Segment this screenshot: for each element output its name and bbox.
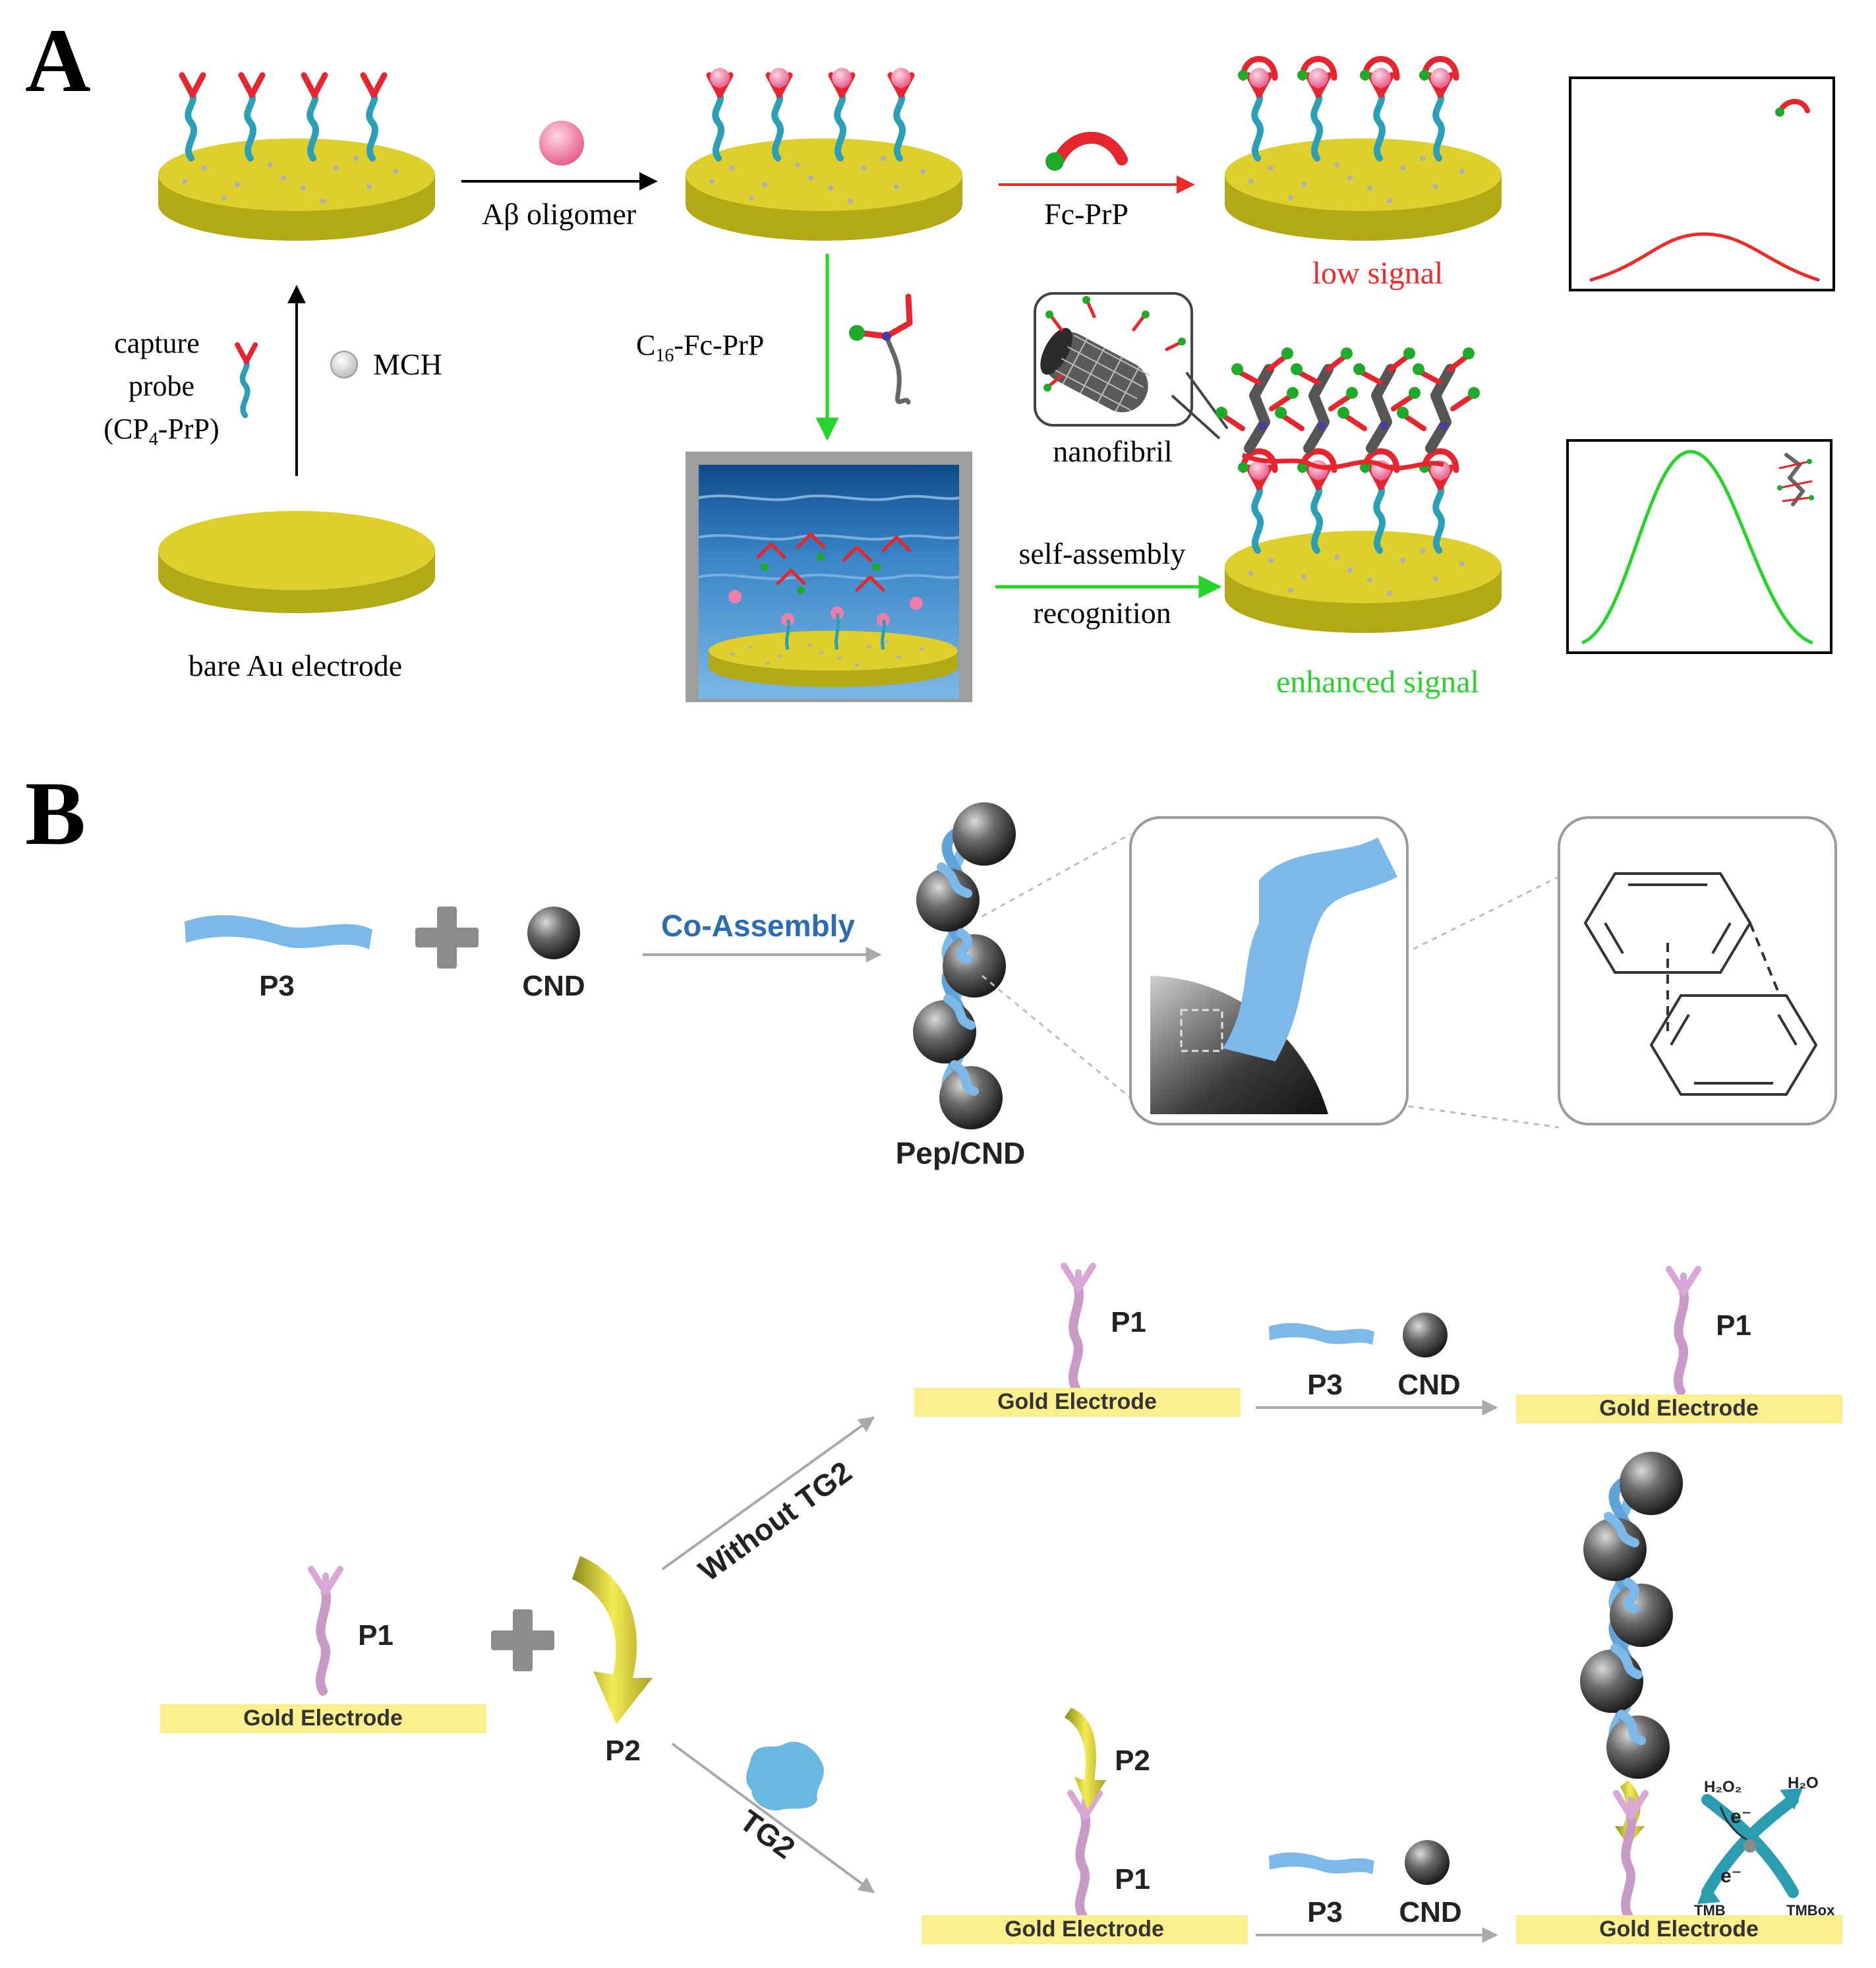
arrow-self-assembly: self-assembly recognition bbox=[995, 537, 1222, 630]
panel-b-letter: B bbox=[25, 763, 86, 864]
cnd-icon-lower bbox=[1405, 1840, 1450, 1885]
electrode-low-signal bbox=[1225, 59, 1502, 241]
label-capture: capture bbox=[114, 327, 199, 359]
label-cnd-top: CND bbox=[522, 970, 585, 1002]
arrow-abeta: Aβ oligomer bbox=[461, 121, 658, 231]
plus-icon-bottom bbox=[491, 1609, 554, 1671]
label-p1-lower-mid: P1 bbox=[1115, 1863, 1150, 1895]
fc-prp-icon bbox=[1052, 131, 1128, 167]
final-assembly: Gold Electrode H₂O₂ H₂O e⁻ e⁻ TMB TMBox bbox=[1516, 1452, 1842, 1944]
label-low-signal: low signal bbox=[1312, 256, 1444, 291]
label-gold-lower-mid: Gold Electrode bbox=[1005, 1917, 1164, 1942]
workflow-with-tg2: P2 P1 Gold Electrode P3 CND Gold Electro… bbox=[922, 1452, 1842, 1944]
p2-arrow-icon bbox=[572, 1556, 653, 1724]
label-p2-mid: P2 bbox=[1115, 1744, 1150, 1777]
label-h2o: H₂O bbox=[1788, 1774, 1819, 1792]
plus-icon-top bbox=[415, 907, 479, 969]
catalytic-cycle-icon: H₂O₂ H₂O e⁻ e⁻ TMB TMBox bbox=[1694, 1774, 1835, 1919]
label-self-assembly: self-assembly bbox=[1019, 537, 1186, 570]
benzene-ring-bottom-icon bbox=[1649, 994, 1818, 1096]
label-p3-lower: P3 bbox=[1307, 1896, 1343, 1928]
label-cnd-lower: CND bbox=[1399, 1896, 1461, 1928]
enhanced-signal-chart bbox=[1566, 439, 1832, 654]
coassembly-row: P3 CND Co-Assembly Pep/CND bbox=[185, 802, 1837, 1170]
bare-au-electrode bbox=[158, 511, 435, 613]
label-mch: MCH bbox=[373, 347, 442, 381]
pep-cnd-chain-icon bbox=[913, 802, 1016, 1129]
electrode-enhanced-signal bbox=[1216, 347, 1502, 633]
label-gold-lower-right: Gold Electrode bbox=[1599, 1917, 1759, 1942]
panel-a-letter: A bbox=[25, 10, 91, 111]
low-signal-curve bbox=[1589, 232, 1820, 282]
label-fc-prp: Fc-PrP bbox=[1044, 197, 1129, 231]
workflow-left: P1 Gold Electrode P2 Without TG2 TG2 bbox=[160, 1416, 875, 1893]
label-nanofibril: nanofibril bbox=[1053, 434, 1172, 468]
label-without-tg2: Without TG2 bbox=[692, 1454, 858, 1588]
label-gold-upper-right: Gold Electrode bbox=[1599, 1396, 1759, 1421]
enhanced-signal-curve bbox=[1581, 450, 1813, 645]
label-p1-upper-mid: P1 bbox=[1111, 1306, 1146, 1338]
label-probe: probe bbox=[129, 370, 194, 402]
cnd-icon-upper bbox=[1403, 1313, 1448, 1357]
electrode-capture-probes bbox=[158, 75, 435, 241]
workflow-without-tg2: P1 Gold Electrode P3 CND P1 Gold Electro… bbox=[914, 1266, 1842, 1423]
label-p1-upper-right: P1 bbox=[1716, 1309, 1751, 1342]
label-abeta: Aβ oligomer bbox=[482, 197, 636, 231]
label-cnd-upper: CND bbox=[1397, 1369, 1460, 1401]
abeta-oligomer-icon bbox=[539, 121, 584, 165]
mini-fibril-icon bbox=[1777, 453, 1814, 506]
c16-fc-prp-icon bbox=[849, 293, 913, 405]
label-p1-left: P1 bbox=[358, 1619, 394, 1652]
label-tmb: TMB bbox=[1694, 1902, 1726, 1919]
arrow-fc-prp: Fc-PrP bbox=[999, 131, 1195, 231]
tg2-enzyme-icon bbox=[746, 1741, 824, 1810]
label-coassembly: Co-Assembly bbox=[661, 909, 855, 943]
electrode-bound-oligomer bbox=[686, 68, 962, 241]
solution-box bbox=[686, 452, 972, 702]
p3-icon-lower bbox=[1269, 1852, 1374, 1874]
label-gold-upper-mid: Gold Electrode bbox=[997, 1389, 1157, 1414]
label-p3-upper: P3 bbox=[1307, 1369, 1343, 1401]
label-p2-left: P2 bbox=[605, 1735, 641, 1767]
label-tmbox: TMBox bbox=[1786, 1902, 1835, 1919]
p3-peptide-icon bbox=[185, 915, 372, 949]
p2-bound-icon bbox=[1065, 1708, 1106, 1810]
label-tg2: TG2 bbox=[734, 1803, 802, 1866]
label-h2o2: H₂O₂ bbox=[1704, 1778, 1742, 1796]
arrow-c16-fc-prp: C16-Fc-PrP bbox=[636, 254, 913, 441]
label-pep-cnd: Pep/CND bbox=[896, 1136, 1026, 1170]
label-bare-au: bare Au electrode bbox=[189, 649, 402, 682]
p3-icon-upper bbox=[1269, 1323, 1374, 1345]
arrow-capture-mch: capture probe (CP4-PrP) MCH bbox=[103, 285, 442, 476]
nanofibril-tube-icon bbox=[1040, 328, 1150, 413]
label-electron-bottom: e⁻ bbox=[1720, 1865, 1742, 1887]
zoom-inset-peptide-sphere bbox=[1129, 816, 1409, 1125]
cnd-icon-top bbox=[527, 907, 580, 959]
label-gold-left: Gold Electrode bbox=[243, 1706, 403, 1731]
panel-a: A Aβ oligomer Fc-PrP bbox=[25, 10, 1835, 702]
capture-probe-icon bbox=[237, 345, 255, 415]
mch-icon bbox=[330, 351, 358, 378]
zoom-inset-pi-stacking bbox=[1558, 816, 1837, 1125]
panel-b: B P3 CND Co-Assembly Pep/CND bbox=[25, 763, 1842, 1944]
label-cp4-prp: (CP4-PrP) bbox=[103, 413, 219, 450]
label-c16-fc-prp: C16-Fc-PrP bbox=[636, 329, 764, 366]
label-recognition: recognition bbox=[1033, 596, 1171, 630]
solution-fibrils bbox=[756, 532, 912, 592]
fibril-layer bbox=[1216, 347, 1480, 471]
label-electron-top: e⁻ bbox=[1730, 1806, 1752, 1828]
label-enhanced-signal: enhanced signal bbox=[1276, 665, 1479, 700]
nanofibril-inset bbox=[1034, 292, 1229, 440]
label-p3-top: P3 bbox=[259, 970, 295, 1002]
low-signal-chart bbox=[1569, 76, 1835, 291]
